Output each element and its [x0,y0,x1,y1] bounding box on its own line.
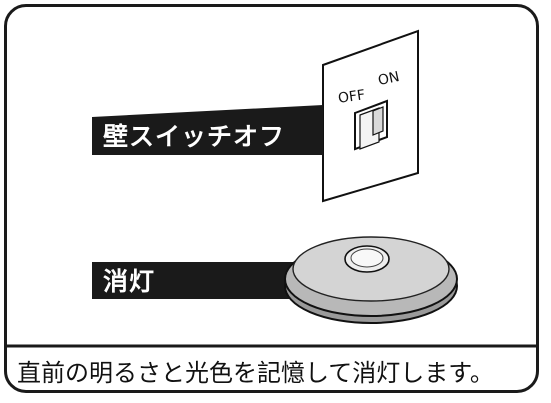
light-off-label: 消灯 [103,267,156,296]
label-bar-light-off [92,262,307,299]
caption-text: 直前の明るさと光色を記憶して消灯します。 [17,359,494,387]
wall-switch-off-label: 壁スイッチオフ [103,122,286,151]
label-bar-wall-switch [92,105,323,155]
rocker-switch-icon [354,99,388,151]
illustration-frame: 壁スイッチオフ 消灯 OFF ON 直前の明るさと光色を記憶して消灯します。 [4,4,539,393]
illustration-art [7,29,536,348]
ceiling-light-icon [284,236,458,324]
